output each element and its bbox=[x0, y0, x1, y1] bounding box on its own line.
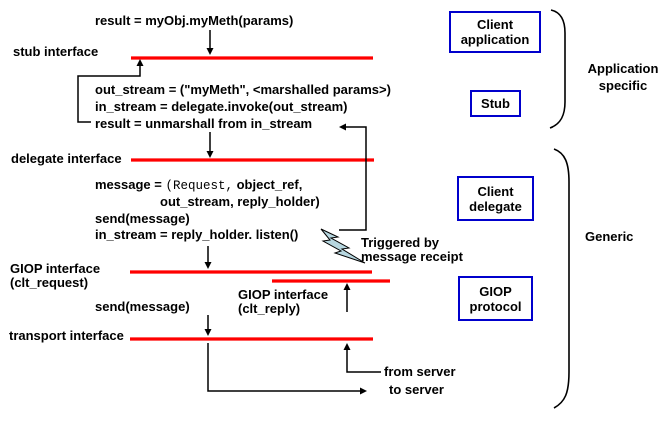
brace-application-specific bbox=[549, 9, 566, 129]
group-label-application-specific-line2: specific bbox=[598, 78, 648, 93]
box-giop-protocol-line2: protocol bbox=[469, 298, 522, 314]
lightning-bolt-icon bbox=[320, 228, 366, 264]
label-to-server: to server bbox=[389, 382, 444, 397]
box-stub: Stub bbox=[470, 90, 521, 117]
box-client-delegate-line2: delegate bbox=[469, 198, 522, 214]
code-delegate-line1-post: object_ref, bbox=[232, 177, 303, 192]
code-delegate-line1: message = (Request, object_ref, bbox=[95, 177, 303, 194]
code-delegate-line1-pre: message = bbox=[95, 177, 166, 192]
box-client-application-line1: Client bbox=[476, 17, 514, 32]
box-client-delegate-line1: Client bbox=[477, 183, 514, 199]
label-triggered-by-line1: Triggered by bbox=[361, 235, 440, 250]
code-delegate-line3: send(message) bbox=[95, 211, 190, 226]
code-delegate-line4: in_stream = reply_holder. listen() bbox=[95, 227, 299, 242]
code-stub-line1: out_stream = ("myMeth", <marshalled para… bbox=[95, 82, 391, 97]
arrow-result-to-stub-line bbox=[77, 59, 144, 123]
label-stub-interface: stub interface bbox=[13, 44, 99, 59]
arrow-from-server bbox=[343, 343, 381, 373]
code-top-call: result = myObj.myMeth(params) bbox=[95, 13, 294, 28]
box-stub-line1: Stub bbox=[481, 96, 510, 111]
label-giop-interface-reply: GIOP interface bbox=[238, 287, 329, 302]
label-from-server: from server bbox=[384, 364, 456, 379]
box-client-application-line2: application bbox=[460, 32, 530, 47]
box-giop-protocol-line1: GIOP bbox=[479, 283, 512, 299]
group-label-application-specific: Application specific bbox=[578, 60, 668, 94]
arrow-to-server bbox=[207, 343, 367, 395]
brace-generic bbox=[553, 148, 570, 409]
code-delegate-line2: out_stream, reply_holder) bbox=[160, 194, 320, 209]
arrow-listen-return-to-result bbox=[339, 123, 367, 231]
label-delegate-interface: delegate interface bbox=[11, 151, 122, 166]
group-label-application-specific-line1: Application bbox=[587, 61, 659, 76]
label-giop-interface: GIOP interface bbox=[10, 261, 101, 276]
box-giop-protocol: GIOP protocol bbox=[458, 276, 533, 321]
code-stub-line2: in_stream = delegate.invoke(out_stream) bbox=[95, 99, 348, 114]
label-clt-reply: (clt_reply) bbox=[238, 301, 301, 316]
code-stub-line3: result = unmarshall from in_stream bbox=[95, 116, 313, 131]
label-clt-request: (clt_request) bbox=[10, 275, 89, 290]
code-delegate-line1-request: (Request, bbox=[165, 179, 233, 193]
box-client-delegate: Client delegate bbox=[457, 176, 534, 221]
code-giop-send: send(message) bbox=[95, 299, 190, 314]
box-client-application: Client application bbox=[449, 11, 541, 53]
label-transport-interface: transport interface bbox=[9, 328, 124, 343]
group-label-generic: Generic bbox=[585, 229, 634, 244]
label-triggered-by-line2: message receipt bbox=[361, 249, 463, 264]
